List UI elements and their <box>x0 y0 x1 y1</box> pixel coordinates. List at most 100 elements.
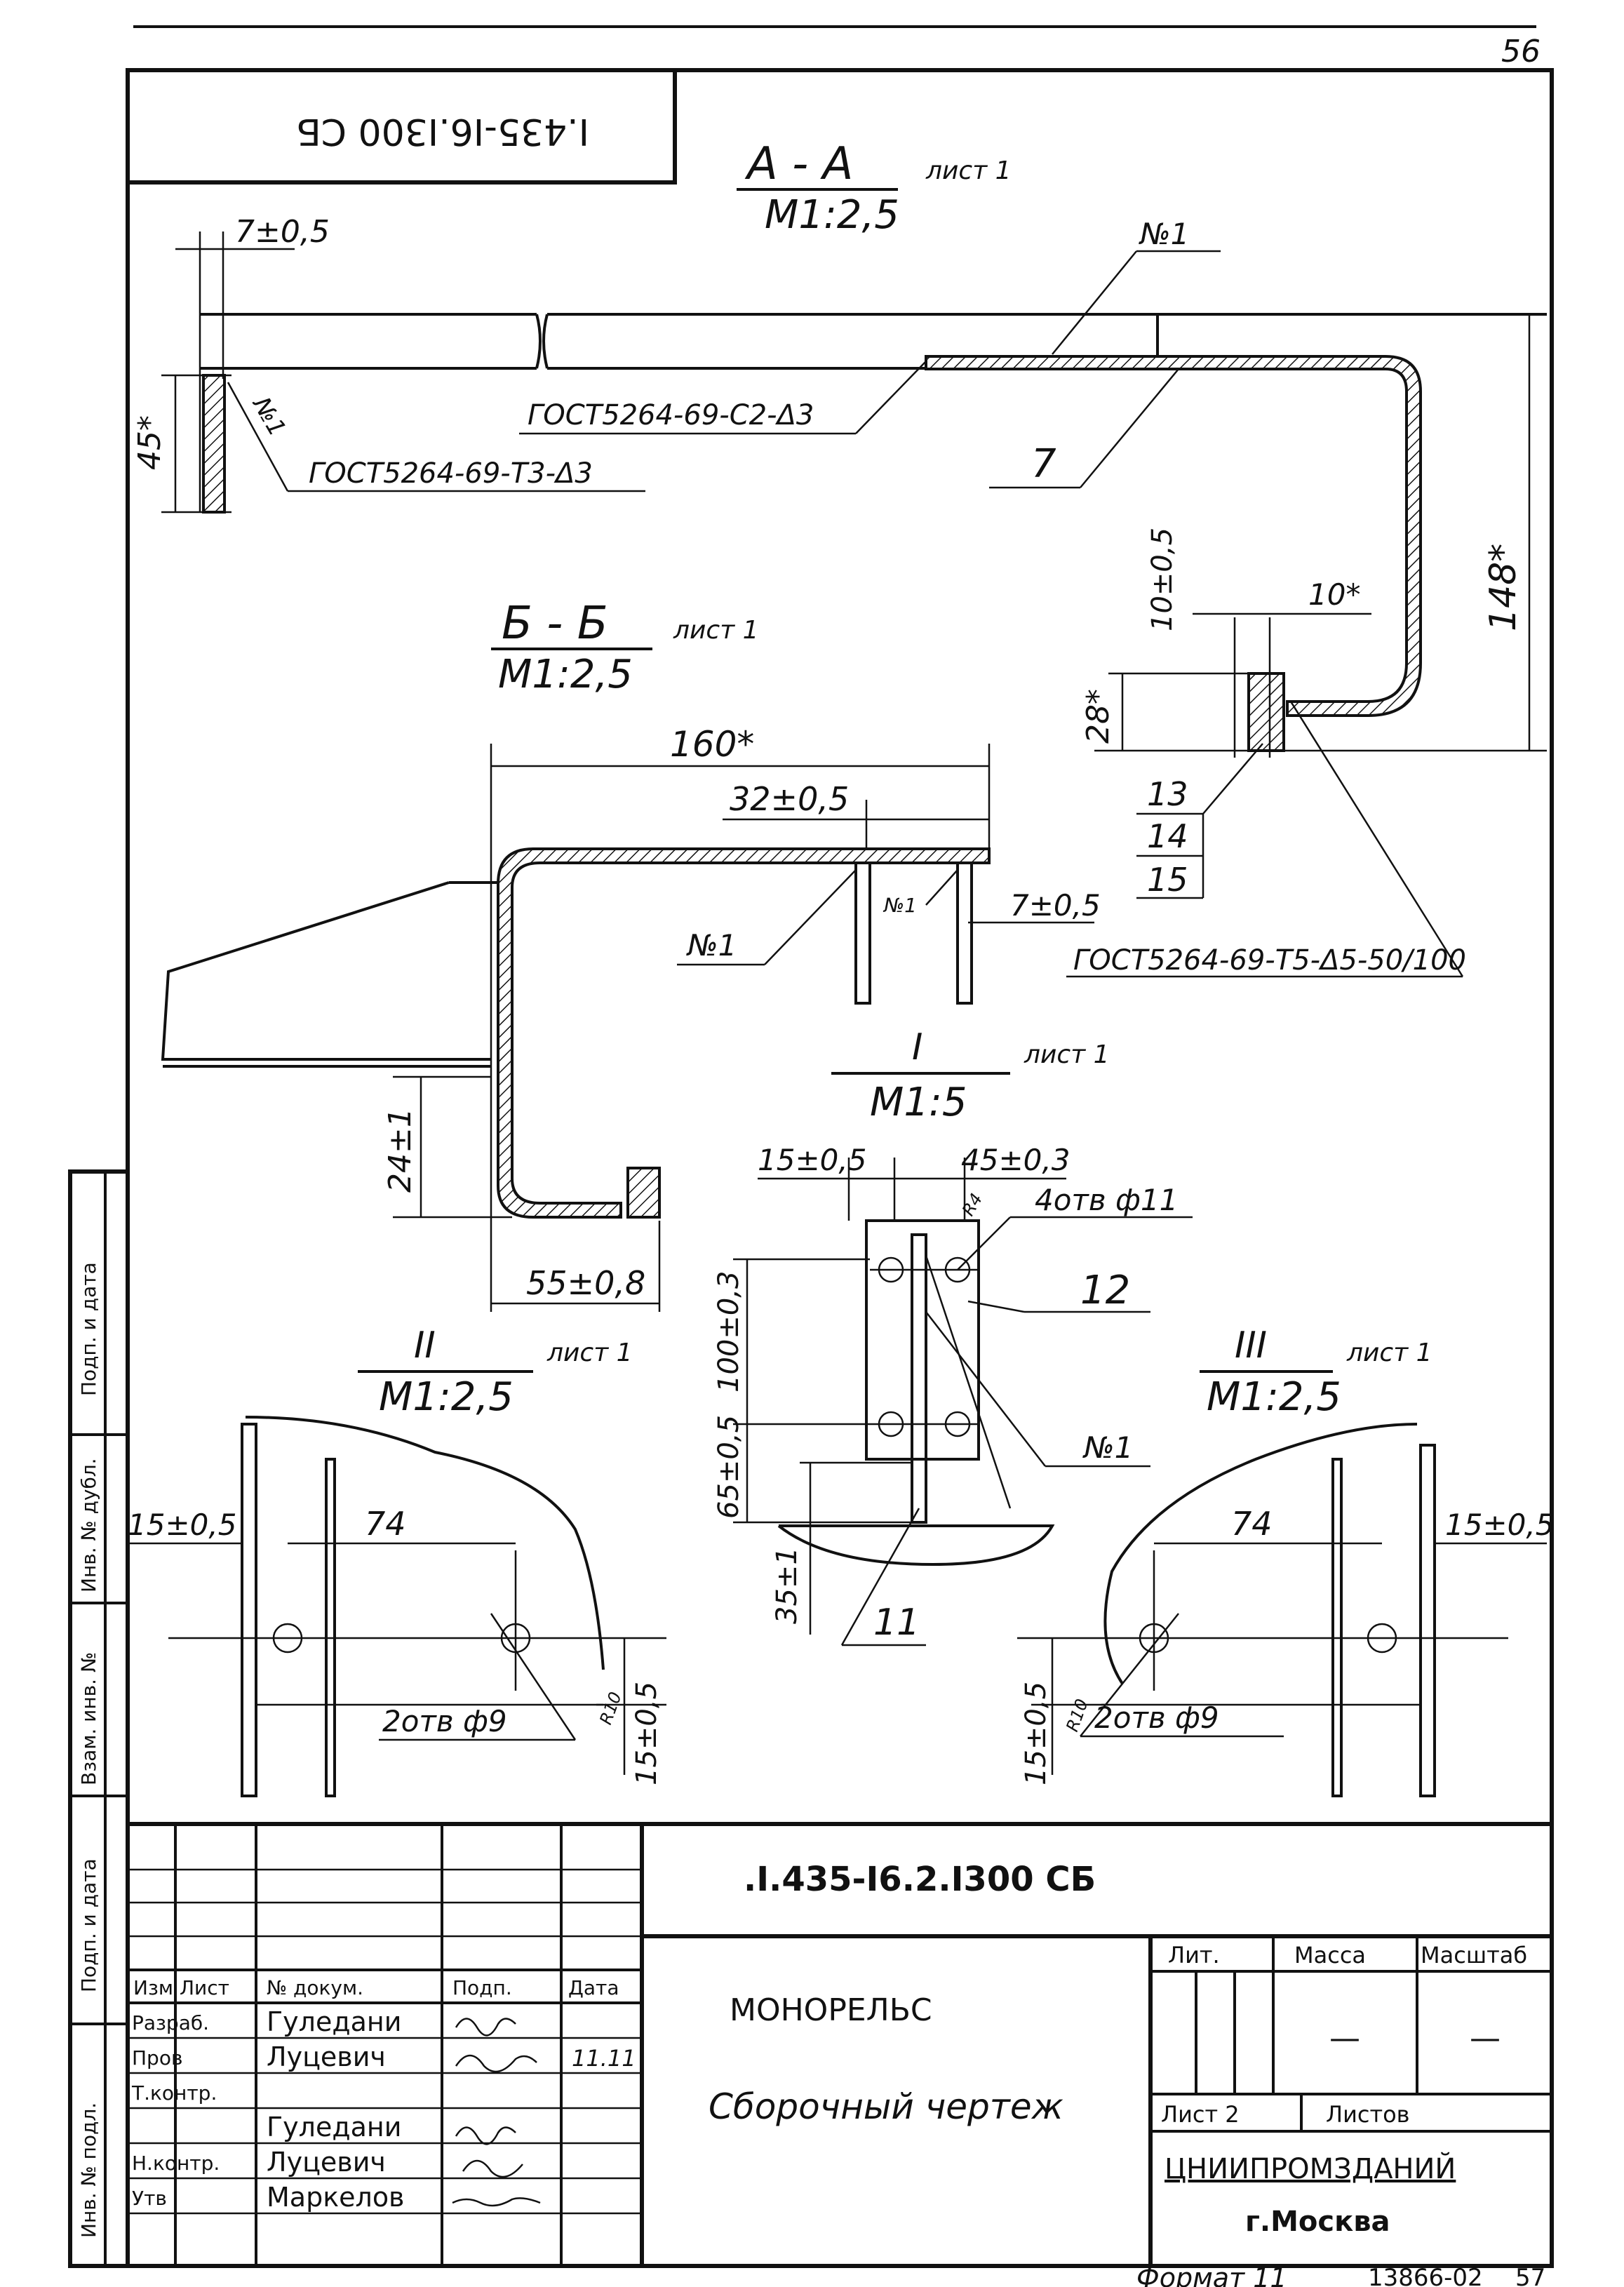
beam-outline <box>161 881 491 1061</box>
weld-n1-a: №1 <box>246 391 291 441</box>
view-3-scale: М1:2,5 <box>1207 1374 1341 1420</box>
leader-line <box>1289 701 1464 977</box>
bent-bracket-bb <box>497 847 991 1219</box>
dim-55-08: 55±0,8 <box>526 1264 645 1302</box>
weld-r-small: R4 <box>958 1190 986 1219</box>
weld-n1-c: №1 <box>686 928 737 963</box>
weld-r-a: R10 <box>596 1689 625 1727</box>
rib-diagonal <box>925 1255 1012 1509</box>
side-stamp-s2: Инв. № дубл. <box>77 1458 100 1592</box>
mass-label: Масса <box>1294 1942 1366 1969</box>
dim-32-05: 32±0,5 <box>730 780 849 818</box>
dim-24-1: 24±1 <box>382 1108 418 1193</box>
section-bb: Б - Б лист 1 М1:2,5 160* 32±0,5 №1 №1 7±… <box>161 598 1101 1312</box>
section-bb-title: Б - Б <box>502 598 608 650</box>
view-2-title: II <box>414 1324 436 1367</box>
side-stamp-s3: Взам. инв. № <box>77 1652 100 1785</box>
doc-name: МОНОРЕЛЬС <box>730 1992 932 2028</box>
lit-label: Лит. <box>1168 1942 1220 1969</box>
dim-7-05b: 7±0,5 <box>1010 888 1101 923</box>
dim-10: 10* <box>1308 577 1360 612</box>
view-1-title: I <box>912 1026 922 1068</box>
vertical-plate-b <box>956 861 973 1005</box>
section-aa-scale: М1:2,5 <box>765 192 899 238</box>
hole <box>1367 1623 1397 1654</box>
pos-12: 12 <box>1080 1268 1130 1313</box>
role-2: Т.контр. <box>131 2081 217 2105</box>
view-1: I лист 1 М1:5 15±0,5 45±0,3 R4 4отв ф11 … <box>713 1026 1193 1646</box>
side-stamp-s4: Подп. и дата <box>77 1858 100 1992</box>
section-bb-sheet: лист 1 <box>673 616 759 645</box>
angle-leg <box>1419 1444 1436 1797</box>
pos-11: 11 <box>873 1602 920 1644</box>
role-4: Н.контр. <box>132 2152 220 2175</box>
leader-line <box>840 1508 920 1646</box>
break-line <box>245 1416 605 1670</box>
side-stamp-col <box>69 1170 107 2267</box>
name-1: Луцевич <box>267 2041 386 2072</box>
doc-subtitle: Сборочный чертеж <box>709 2086 1063 2127</box>
dim-160: 160* <box>670 724 754 765</box>
section-aa-title: А - А <box>744 138 853 190</box>
title-block: Изм Лист № докум. Подп. Дата Разраб. Гул… <box>128 1822 1552 2266</box>
hdr-data: Дата <box>568 1976 619 1999</box>
name-4: Луцевич <box>267 2147 386 2178</box>
break-line <box>1103 1423 1418 1685</box>
leader-line <box>957 1216 1011 1270</box>
footer-num: 57 <box>1515 2264 1545 2287</box>
dim-10-05: 10±0,5 <box>1146 528 1179 631</box>
hole-2b: 2отв ф9 <box>1094 1701 1219 1735</box>
dim-7-05: 7±0,5 <box>235 214 330 250</box>
weld-n1-b: №1 <box>1139 217 1189 251</box>
rotated-code-box <box>126 68 677 185</box>
leader-line <box>1052 250 1137 355</box>
signature <box>455 2018 516 2037</box>
angle-leg <box>241 1423 257 1797</box>
vertical-plate-b <box>854 861 871 1005</box>
signature <box>452 2197 541 2207</box>
hole-4: 4отв ф11 <box>1035 1183 1178 1217</box>
side-stamp-s5: Инв. № подл. <box>77 2102 100 2238</box>
dim-15-05e: 15±0,5 <box>1020 1682 1052 1785</box>
pos-14: 14 <box>1147 817 1188 855</box>
weld-n1-e: №1 <box>1082 1430 1133 1465</box>
dim-15-05d: 15±0,5 <box>1445 1508 1554 1542</box>
side-stamp: Подп. и дата Инв. № дубл. Взам. инв. № П… <box>68 1169 130 2268</box>
vertical-plate <box>202 374 226 514</box>
beam-break <box>542 314 549 369</box>
leader-line <box>925 869 958 906</box>
signature <box>455 2054 537 2073</box>
leader-line <box>1202 743 1263 814</box>
dim-148: 148* <box>1482 544 1524 631</box>
gost-c2: ГОСТ5264-69-С2-Δ3 <box>528 399 814 431</box>
dim-15-05c: 15±0,5 <box>631 1682 663 1785</box>
name-5: Маркелов <box>267 2182 404 2213</box>
gost-t5: ГОСТ5264-69-Т5-Δ5-50/100 <box>1073 944 1466 977</box>
view-3: III лист 1 М1:2,5 74 15±0,5 2отв ф9 R10 … <box>1017 1324 1554 1797</box>
hole-2a: 2отв ф9 <box>382 1704 507 1738</box>
dim-35-1: 35±1 <box>771 1547 803 1624</box>
leader-line <box>490 1613 577 1741</box>
base-beam <box>777 1524 1055 1567</box>
leader-line <box>925 1311 1046 1467</box>
mass-value: — <box>1329 2020 1360 2056</box>
dim-45: 45* <box>132 415 168 470</box>
pos-7: 7 <box>1031 441 1056 487</box>
section-aa-sheet: лист 1 <box>925 156 1012 185</box>
section-bb-scale: М1:2,5 <box>498 652 633 697</box>
hdr-izm: Изм <box>133 1976 173 1999</box>
beam-break <box>535 314 542 369</box>
view-1-scale: М1:5 <box>870 1080 967 1125</box>
small-block <box>1247 672 1285 752</box>
dim-74a: 74 <box>365 1505 406 1543</box>
page-number: 56 <box>1501 34 1541 69</box>
dim-15-05b: 15±0,5 <box>128 1508 236 1542</box>
sheets-label: Листов <box>1326 2101 1410 2128</box>
dim-28: 28* <box>1080 689 1116 744</box>
angle-leg <box>325 1458 336 1797</box>
plate-12 <box>865 1219 980 1461</box>
rib-11 <box>911 1233 927 1524</box>
weld-n1-d: №1 <box>883 894 917 917</box>
leader-line <box>967 1300 1025 1313</box>
view-2-scale: М1:2,5 <box>379 1374 514 1420</box>
